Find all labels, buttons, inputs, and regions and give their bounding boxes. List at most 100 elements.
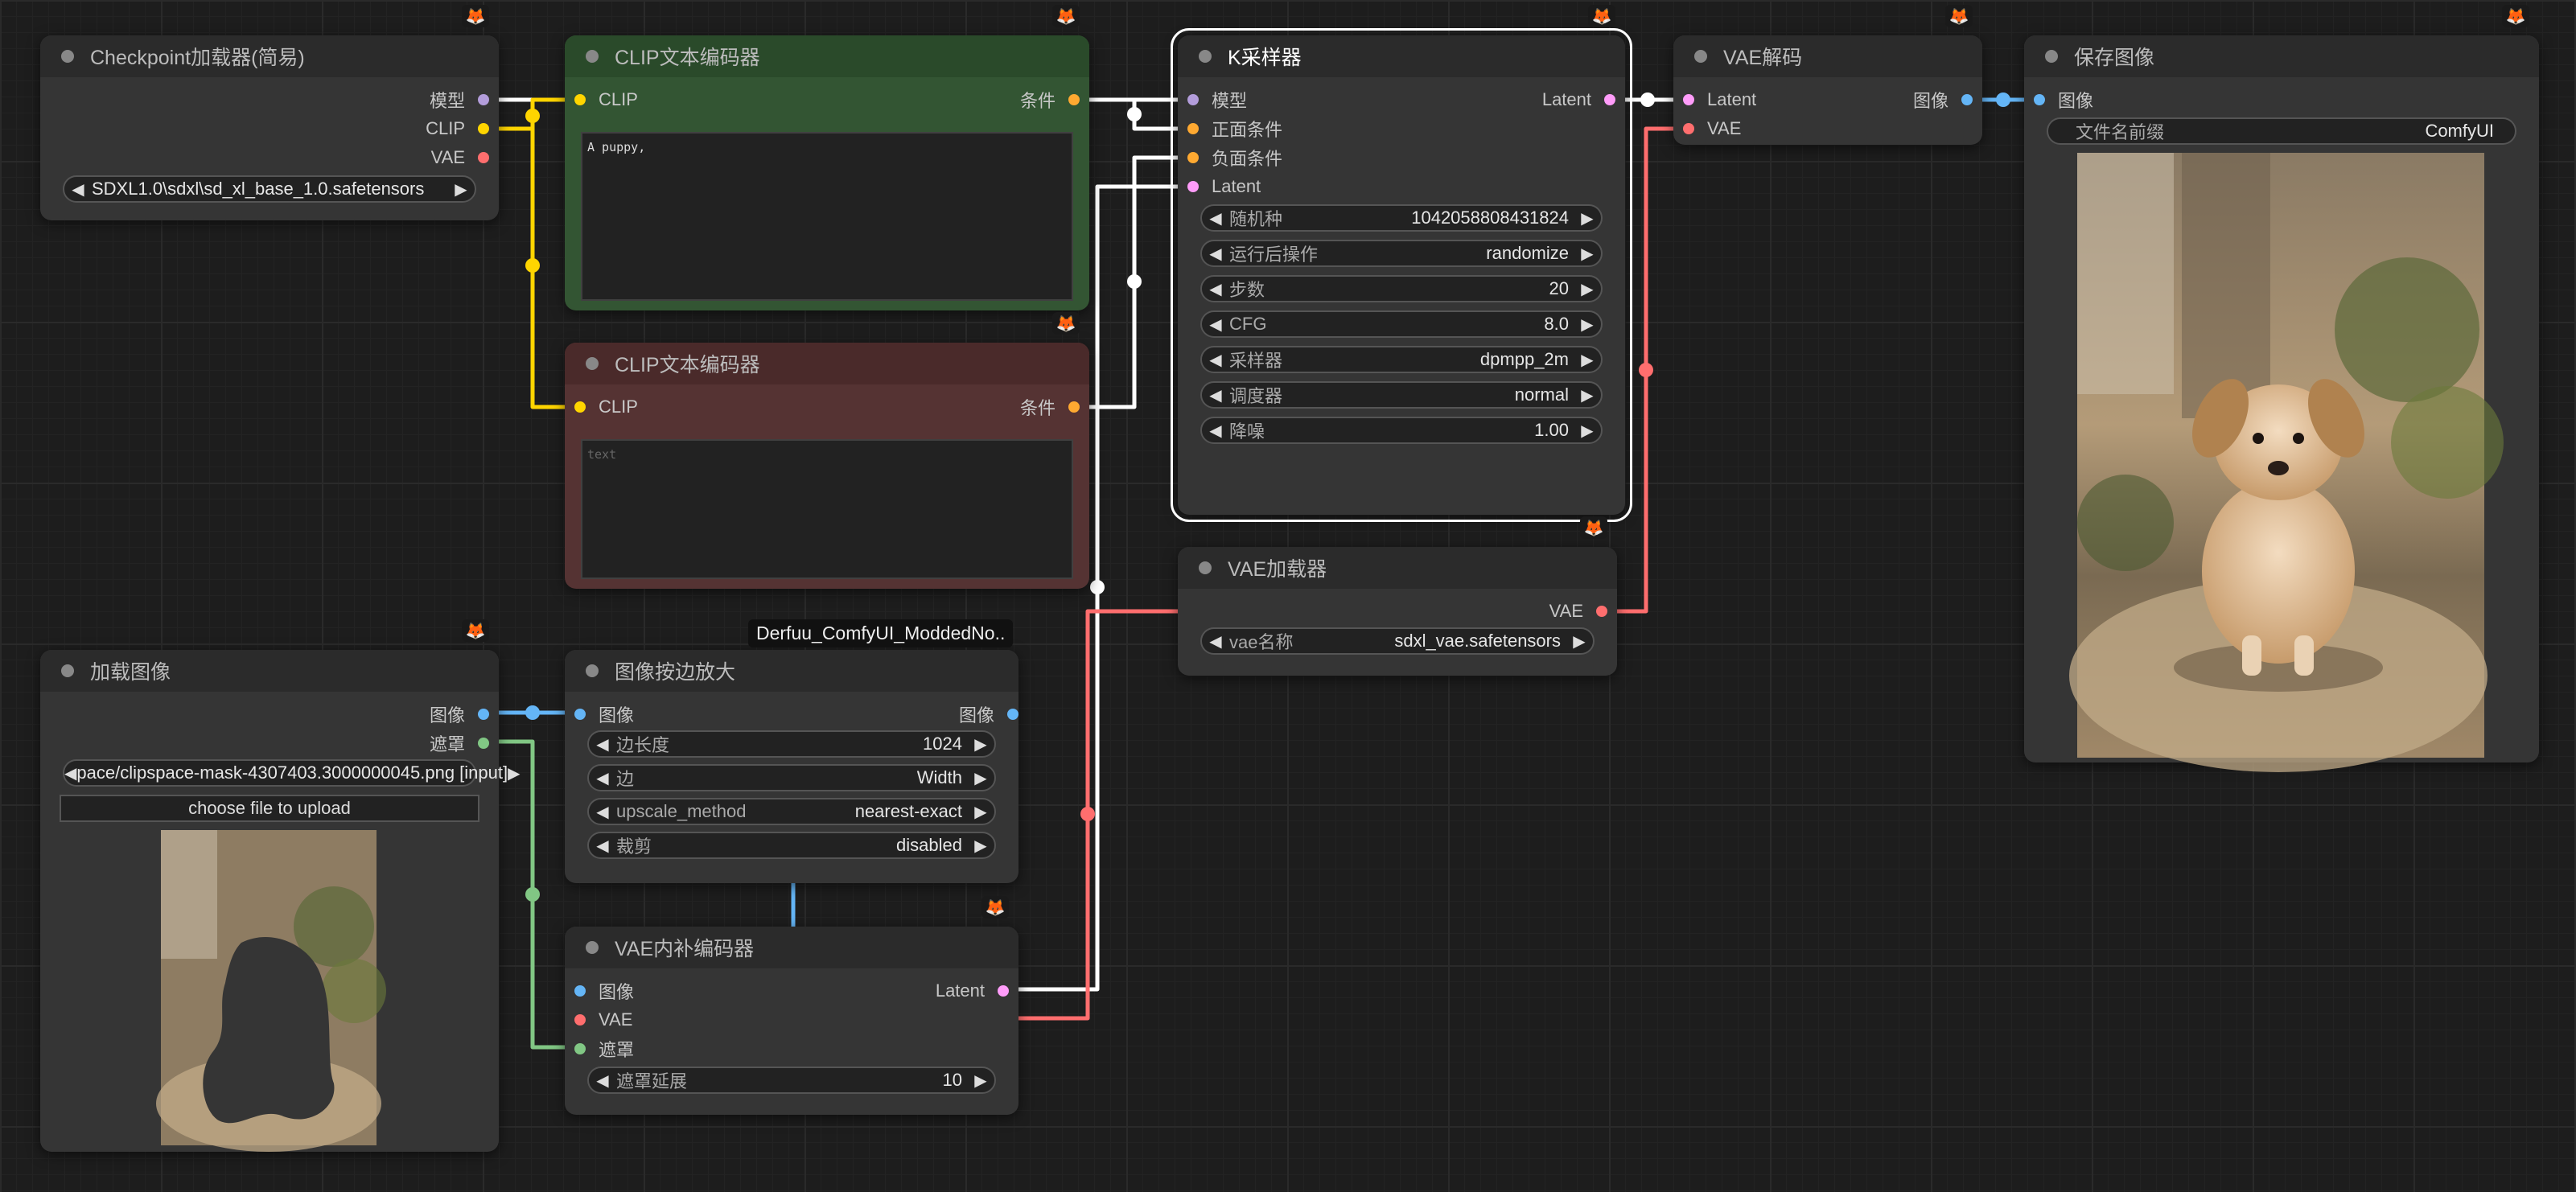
- triangle-right-icon[interactable]: ▶: [1581, 245, 1594, 263]
- triangle-right-icon[interactable]: ▶: [1581, 421, 1594, 440]
- slot-dot[interactable]: [478, 94, 489, 105]
- link-midpoint[interactable]: [1127, 274, 1142, 289]
- node-title[interactable]: VAE解码: [1673, 35, 1982, 77]
- ckpt-name-widget[interactable]: ◀ SDXL1.0\sdxl\sd_xl_base_1.0.safetensor…: [63, 175, 476, 203]
- collapse-dot[interactable]: [2045, 50, 2058, 63]
- link-midpoint[interactable]: [525, 887, 540, 902]
- input-slot-clip[interactable]: CLIP: [574, 393, 638, 421]
- input-slot-vae[interactable]: VAE: [1683, 114, 1741, 143]
- triangle-right-icon[interactable]: ▶: [974, 803, 987, 821]
- slot-dot[interactable]: [574, 1014, 586, 1026]
- input-slot-mask[interactable]: 遮罩: [574, 1034, 634, 1063]
- triangle-left-icon[interactable]: ◀: [1209, 280, 1222, 298]
- input-slot-images[interactable]: 图像: [2034, 85, 2093, 114]
- node-title[interactable]: CLIP文本编码器: [565, 35, 1089, 77]
- input-slot-positive[interactable]: 正面条件: [1187, 114, 1282, 143]
- input-slot-vae[interactable]: VAE: [574, 1005, 632, 1034]
- input-slot-latent[interactable]: Latent: [1683, 85, 1756, 114]
- slot-dot[interactable]: [1187, 152, 1199, 163]
- link-midpoint[interactable]: [1640, 92, 1655, 107]
- slot-dot[interactable]: [2034, 94, 2045, 105]
- triangle-right-icon[interactable]: ▶: [508, 764, 521, 783]
- triangle-right-icon[interactable]: ▶: [1581, 315, 1594, 334]
- triangle-left-icon[interactable]: ◀: [1209, 421, 1222, 440]
- output-slot-model[interactable]: 模型: [430, 85, 489, 114]
- triangle-left-icon[interactable]: ◀: [596, 1071, 609, 1090]
- input-slot-clip[interactable]: CLIP: [574, 85, 638, 114]
- node-checkpoint-loader[interactable]: 🦊 Checkpoint加载器(简易) 模型 CLIP VAE ◀ SDXL1.…: [40, 5, 499, 220]
- slot-dot[interactable]: [574, 94, 586, 105]
- collapse-dot[interactable]: [586, 50, 599, 63]
- triangle-left-icon[interactable]: ◀: [596, 803, 609, 821]
- link-midpoint[interactable]: [525, 258, 540, 273]
- input-slot-negative[interactable]: 负面条件: [1187, 143, 1282, 172]
- collapse-dot[interactable]: [586, 664, 599, 677]
- output-slot-image[interactable]: 图像: [1913, 85, 1973, 114]
- slot-dot[interactable]: [478, 709, 489, 720]
- triangle-right-icon[interactable]: ▶: [1581, 351, 1594, 369]
- triangle-left-icon[interactable]: ◀: [64, 764, 77, 783]
- collapse-dot[interactable]: [586, 357, 599, 370]
- prompt-textarea[interactable]: text: [581, 439, 1073, 579]
- slot-dot[interactable]: [478, 152, 489, 163]
- triangle-right-icon[interactable]: ▶: [974, 769, 987, 787]
- triangle-left-icon[interactable]: ◀: [1209, 315, 1222, 334]
- output-slot-latent[interactable]: Latent: [936, 976, 1009, 1005]
- collapse-dot[interactable]: [61, 50, 74, 63]
- output-slot-image[interactable]: 图像: [430, 700, 489, 729]
- link-midpoint[interactable]: [1090, 580, 1105, 594]
- input-slot-pixels[interactable]: 图像: [574, 976, 634, 1005]
- slot-dot[interactable]: [1068, 94, 1080, 105]
- link-midpoint[interactable]: [1996, 92, 2010, 107]
- input-slot-model[interactable]: 模型: [1187, 85, 1247, 114]
- node-title[interactable]: 保存图像: [2024, 35, 2539, 77]
- output-slot-vae[interactable]: VAE: [431, 143, 489, 172]
- node-title[interactable]: 加载图像: [40, 650, 499, 692]
- slot-dot[interactable]: [1007, 709, 1018, 720]
- node-title[interactable]: 图像按边放大: [565, 650, 1018, 692]
- triangle-right-icon[interactable]: ▶: [1581, 209, 1594, 228]
- output-slot-vae[interactable]: VAE: [1549, 597, 1607, 626]
- slot-dot[interactable]: [1187, 181, 1199, 192]
- triangle-right-icon[interactable]: ▶: [1581, 280, 1594, 298]
- slot-dot[interactable]: [574, 985, 586, 997]
- triangle-right-icon[interactable]: ▶: [1573, 632, 1586, 651]
- node-title[interactable]: VAE内补编码器: [565, 927, 1018, 968]
- triangle-right-icon[interactable]: ▶: [974, 836, 987, 855]
- output-slot-conditioning[interactable]: 条件: [1020, 85, 1080, 114]
- triangle-right-icon[interactable]: ▶: [974, 1071, 987, 1090]
- link-midpoint[interactable]: [1639, 363, 1653, 377]
- link-midpoint[interactable]: [1127, 107, 1142, 121]
- slot-dot[interactable]: [998, 985, 1009, 997]
- triangle-left-icon[interactable]: ◀: [72, 180, 84, 199]
- slot-dot[interactable]: [1683, 94, 1694, 105]
- link-midpoint[interactable]: [525, 705, 540, 720]
- prompt-textarea[interactable]: A puppy,: [581, 132, 1073, 301]
- triangle-left-icon[interactable]: ◀: [1209, 386, 1222, 405]
- triangle-left-icon[interactable]: ◀: [1209, 632, 1222, 651]
- collapse-dot[interactable]: [61, 664, 74, 677]
- slot-dot[interactable]: [1604, 94, 1615, 105]
- triangle-right-icon[interactable]: ▶: [1581, 386, 1594, 405]
- output-slot-mask[interactable]: 遮罩: [430, 729, 489, 758]
- node-load-image[interactable]: 🦊 加载图像 图像 遮罩 ◀pace/clipspace-mask-430740…: [40, 619, 521, 1152]
- image-select-widget[interactable]: ◀pace/clipspace-mask-4307403.3000000045.…: [63, 759, 521, 787]
- output-slot-conditioning[interactable]: 条件: [1020, 393, 1080, 421]
